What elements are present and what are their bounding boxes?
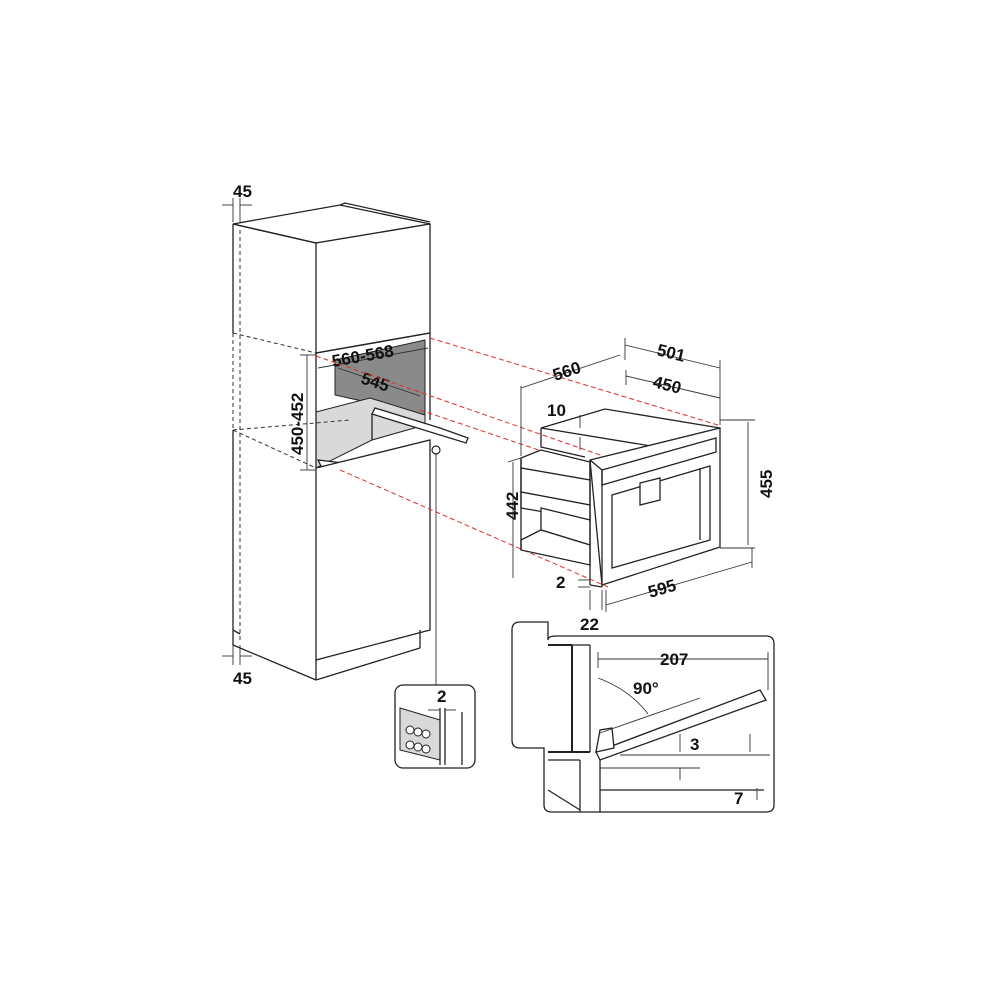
door-angle-label: 90° [633,679,659,698]
dim-bottom-gap-appliance: 2 [556,573,590,592]
built-in-appliance [520,408,721,588]
dispenser-spout [639,477,661,506]
top-gap-label: 45 [233,182,252,201]
cabinet-upper-front [315,223,431,354]
door-detail-frame [511,621,775,813]
top-offset-label: 10 [547,401,566,420]
depth-total-label: 560 [550,358,583,385]
front-height-label: 455 [757,470,776,498]
rail-detail: 2 [394,684,476,769]
coffee-bay [611,465,711,569]
rail-gap-label: 2 [437,687,446,706]
gap-top-label: 3 [690,735,699,754]
pull-out-rail [371,407,469,444]
niche-height-label: 450-452 [288,393,307,455]
dim-front-thickness: 22 [580,590,603,634]
dim-depth-body: 450 [625,370,721,399]
dim-top-gap: 45 [222,182,252,222]
door-length-label: 207 [660,650,688,669]
cabinet-lower-front [315,439,431,661]
dim-top-offset: 10 [547,401,581,450]
dim-front-height: 455 [720,419,776,549]
front-width-label: 595 [646,576,679,602]
gap-bottom-label: 7 [734,789,743,808]
front-thickness-label: 22 [580,615,599,634]
body-height-label: 442 [503,492,522,520]
bottom-gap-label: 45 [233,669,252,688]
dim-body-height: 442 [503,457,522,578]
dim-niche-height: 450-452 [288,354,316,471]
depth-rear-label: 501 [655,340,687,365]
door-detail: 207 90° 3 7 [511,621,775,813]
appliance-bottom-gap-label: 2 [556,573,565,592]
depth-body-label: 450 [651,372,683,397]
dim-depth-total: 560 [520,354,621,456]
dim-depth-rear: 501 [624,338,721,425]
tall-cabinet [232,202,469,681]
dim-bottom-gap: 45 [222,645,252,688]
door-panel [595,689,767,761]
